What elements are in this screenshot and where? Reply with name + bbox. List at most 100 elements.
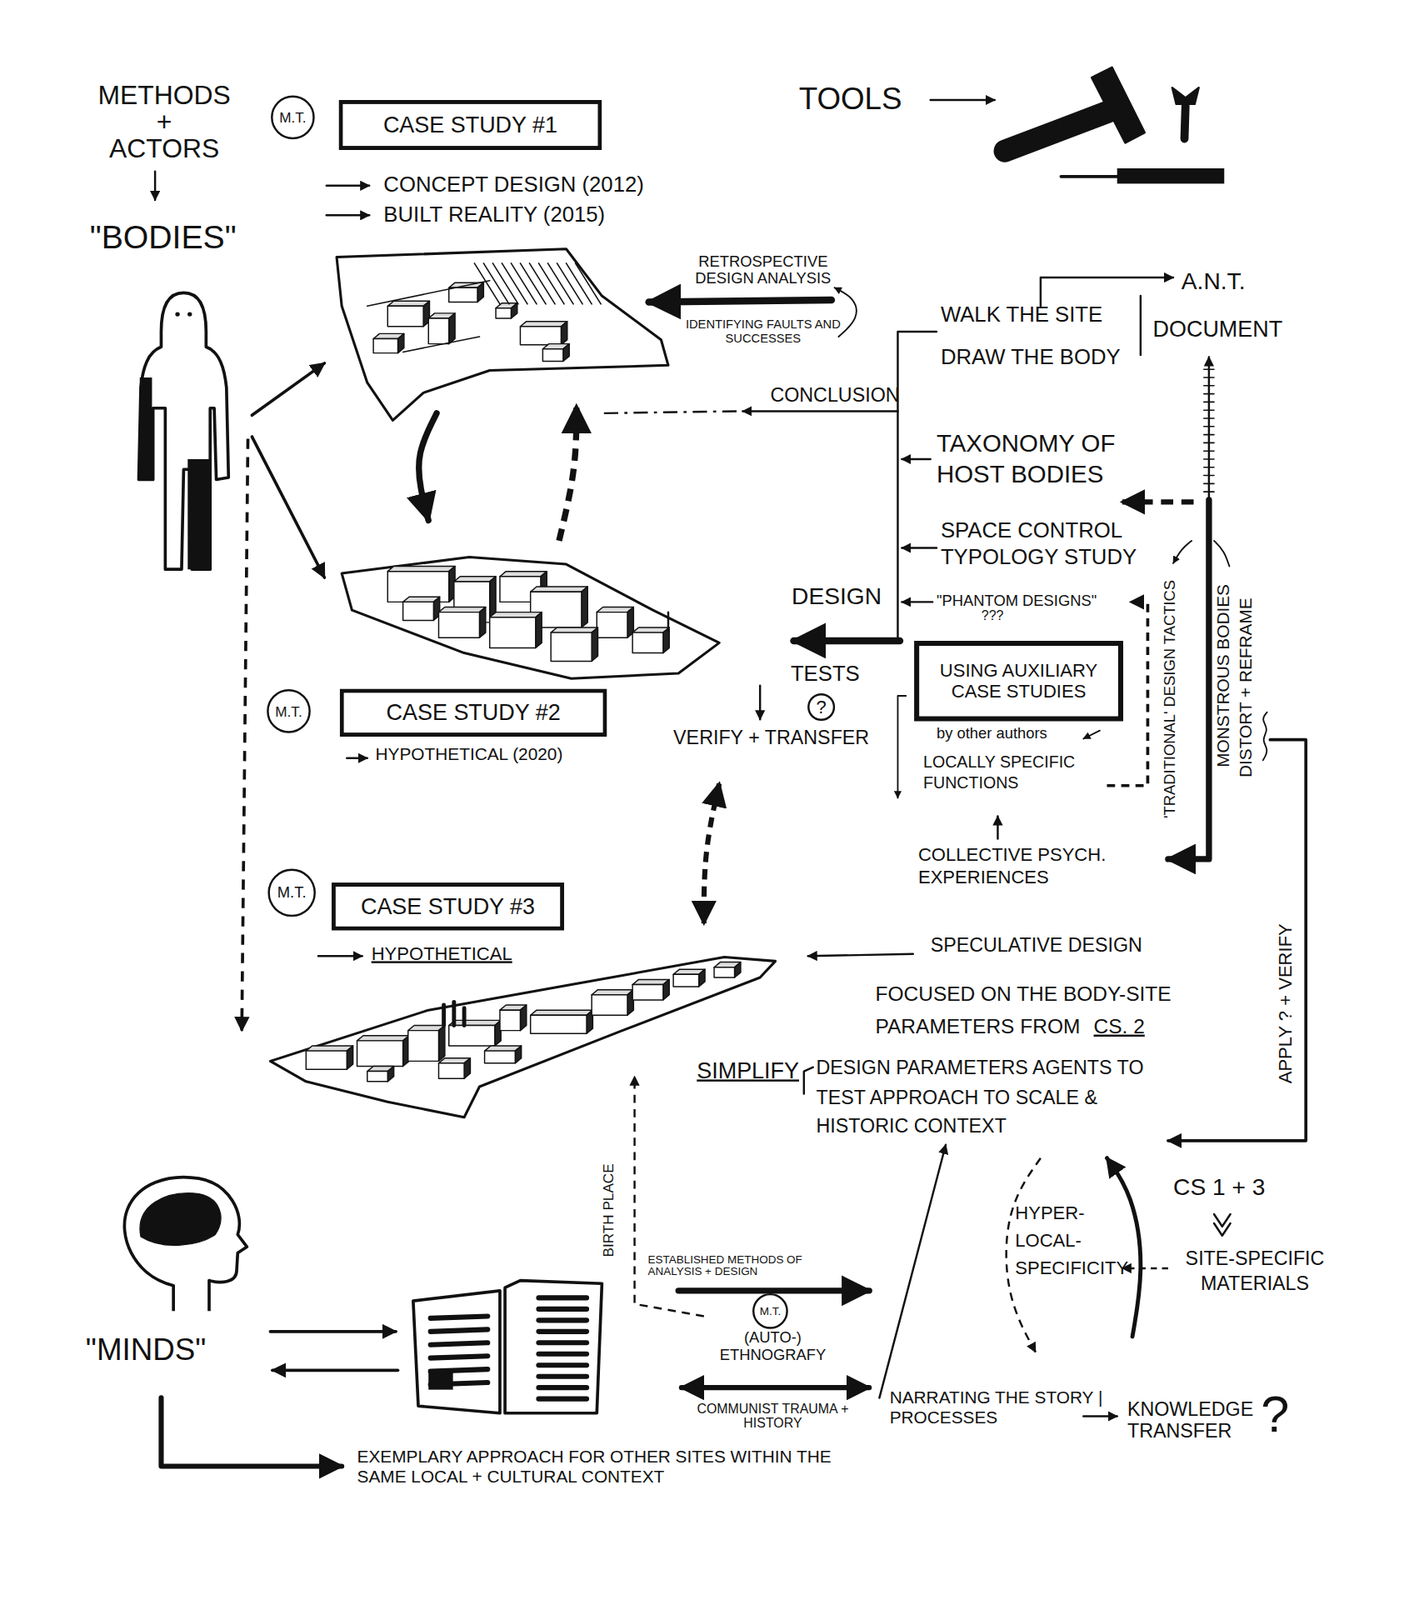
- building-front: [449, 1025, 495, 1046]
- arrow: [704, 783, 720, 924]
- book-line: [538, 1351, 587, 1357]
- node-text: CASE STUDY #3: [360, 893, 535, 920]
- arrow: [649, 299, 832, 302]
- annotation-text: ???: [981, 609, 1005, 625]
- arrow: [901, 458, 930, 460]
- arrow: [326, 214, 370, 216]
- building-side: [398, 333, 405, 353]
- annotation-text: "PHANTOM DESIGNS": [936, 591, 1097, 610]
- building-front: [357, 1040, 404, 1067]
- circle-tag: M.T.: [751, 1292, 789, 1330]
- case-box: USING AUXILIARY CASE STUDIES: [914, 640, 1124, 722]
- annotation-text: SPACE CONTROL TYPOLOGY STUDY: [940, 517, 1160, 571]
- body-figure: [139, 292, 230, 570]
- wrench-handle: [1184, 105, 1186, 139]
- tick-mark: [1204, 449, 1215, 452]
- building-side: [699, 969, 705, 987]
- building-roof: [438, 607, 485, 613]
- annotation-text: CONCEPT DESIGN (2012): [383, 172, 644, 198]
- body-stripe: [187, 459, 210, 570]
- annotation-text: WALK THE SITE: [940, 301, 1103, 327]
- tick-mark: [1204, 442, 1215, 445]
- book-line: [538, 1317, 587, 1323]
- arrow: [1083, 1414, 1117, 1417]
- annotation-text: RETROSPECTIVE DESIGN ANALYSIS: [677, 251, 850, 287]
- annotation-text: IDENTIFYING FAULTS AND SUCCESSES: [677, 317, 850, 347]
- building-roof: [305, 1045, 353, 1051]
- screwdriver-grip: [1117, 168, 1225, 184]
- annotation-text: COLLECTIVE PSYCH. EXPERIENCES: [918, 844, 1143, 890]
- head-figure: [124, 1177, 247, 1312]
- building-front: [542, 349, 563, 362]
- annotation-text: A.N.T.: [1181, 267, 1246, 295]
- building-side: [514, 1045, 521, 1064]
- annotation-text: HYPER-LOCAL-SPECIFICITY: [1014, 1199, 1133, 1283]
- screwdriver-shaft: [1060, 174, 1117, 179]
- arrow: [318, 954, 363, 957]
- building-roof: [454, 576, 496, 582]
- building-front: [428, 318, 449, 345]
- arrow: [251, 436, 325, 578]
- arrow: [241, 438, 248, 1030]
- building-side: [734, 962, 741, 978]
- book-line: [538, 1306, 587, 1312]
- wrench-head: [1172, 87, 1200, 105]
- building-front: [373, 338, 398, 353]
- annotation-text: 'TRADITIONAL' DESIGN TACTICS: [1160, 579, 1179, 819]
- tick-mark: [1204, 409, 1215, 411]
- book-line: [430, 1315, 489, 1318]
- circle-outline: [271, 96, 314, 139]
- arrow: [930, 99, 995, 101]
- arrow: [160, 1397, 342, 1466]
- building-roof: [387, 300, 430, 306]
- annotation-text: TAXONOMY OF HOST BODIES: [936, 428, 1146, 490]
- book-line: [430, 1342, 489, 1345]
- building-front: [596, 612, 628, 639]
- site-post: [667, 612, 670, 631]
- book-line: [430, 1369, 489, 1371]
- book-line: [538, 1374, 587, 1380]
- book-line: [538, 1384, 587, 1390]
- building-front: [550, 632, 592, 661]
- arrow: [759, 685, 761, 720]
- building-side: [663, 979, 670, 1000]
- arrow: [346, 756, 367, 759]
- arrow: [1173, 540, 1192, 564]
- case-box: CASE STUDY #2: [339, 688, 608, 737]
- node-text: M.T.: [277, 884, 307, 902]
- annotation-text: "MINDS": [85, 1332, 206, 1368]
- body-eye: [187, 311, 192, 316]
- tick-mark: [1204, 368, 1215, 370]
- annotation-text: DESIGN PARAMETERS AGENTS TO TEST APPROAC…: [816, 1054, 1159, 1142]
- annotation-text: APPLY ? + VERIFY: [1274, 923, 1296, 1084]
- building-side: [449, 313, 455, 345]
- arrow: [681, 1384, 870, 1390]
- circle-outline: [808, 694, 835, 720]
- building-side: [581, 586, 588, 628]
- tick-mark: [1204, 483, 1215, 485]
- annotation-text: HYPOTHETICAL (2020): [375, 744, 564, 765]
- annotation-text: DESIGN: [791, 582, 882, 610]
- building-front: [591, 994, 628, 1015]
- building-front: [438, 612, 480, 639]
- annotation-text: SPECULATIVE DESIGN: [930, 934, 1143, 958]
- annotation-text: LOCALLY SPECIFIC FUNCTIONS: [923, 751, 1118, 795]
- building-side: [464, 1058, 470, 1079]
- arrow: [897, 695, 906, 798]
- bracket-line: [804, 1067, 814, 1095]
- arrow: [419, 413, 437, 521]
- arrow-layer: [154, 99, 1306, 1466]
- building-side: [563, 344, 570, 362]
- body-eye: [174, 311, 180, 316]
- illustration: [124, 67, 1225, 1414]
- annotation-text: TESTS: [790, 660, 860, 686]
- parking-row: [575, 263, 602, 305]
- node-text: ?: [815, 696, 826, 718]
- building-front: [499, 1009, 520, 1030]
- arrow: [1122, 1267, 1169, 1270]
- chimney: [451, 1001, 456, 1025]
- chimney: [441, 1004, 446, 1025]
- node-text: M.T.: [274, 703, 302, 720]
- annotation-text: BIRTH PLACE: [599, 1163, 617, 1257]
